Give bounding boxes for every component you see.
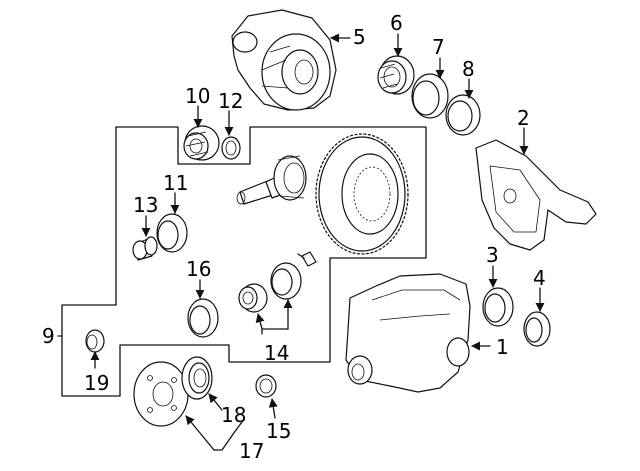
label-3: 3 (486, 243, 499, 267)
seal-3 (482, 287, 514, 327)
label-2: 2 (517, 106, 530, 130)
spacer-12 (221, 136, 241, 160)
ring-gear-bolt (297, 251, 317, 267)
cover-2 (475, 139, 597, 251)
label-15: 15 (266, 419, 291, 443)
label-10: 10 (185, 84, 210, 108)
seal-16 (187, 298, 219, 338)
label-9: 9 (42, 324, 55, 348)
differential-case (231, 9, 337, 111)
nut-13 (132, 236, 158, 261)
shim-8 (445, 94, 481, 136)
pinion-bearing-10 (183, 125, 220, 161)
seal-11 (156, 213, 188, 253)
label-14: 14 (264, 341, 289, 365)
label-1: 1 (496, 335, 509, 359)
label-17: 17 (239, 439, 264, 463)
bearing-set-14 (238, 262, 302, 313)
label-8: 8 (462, 57, 475, 81)
label-11: 11 (163, 171, 188, 195)
callout-labels: 5 6 7 8 10 12 2 11 13 16 3 4 1 9 14 19 1… (42, 11, 546, 463)
flange-17 (133, 361, 189, 427)
label-5: 5 (353, 25, 366, 49)
label-16: 16 (186, 257, 211, 281)
label-4: 4 (533, 266, 546, 290)
bearing-race-7 (411, 73, 449, 119)
bearing-6 (377, 55, 415, 95)
bearing-18 (181, 356, 213, 400)
label-13: 13 (133, 193, 158, 217)
carrier-housing-1 (345, 273, 471, 393)
seal-4 (523, 311, 551, 347)
group-outline (61, 126, 427, 397)
washer-15 (255, 374, 277, 398)
bushing-19 (85, 329, 105, 353)
ring-gear (315, 133, 409, 255)
pinion-gear (236, 155, 307, 205)
label-6: 6 (390, 11, 403, 35)
label-19: 19 (84, 371, 109, 395)
label-7: 7 (432, 35, 445, 59)
label-12: 12 (218, 89, 243, 113)
leader-lines (57, 33, 545, 451)
label-18: 18 (221, 403, 246, 427)
